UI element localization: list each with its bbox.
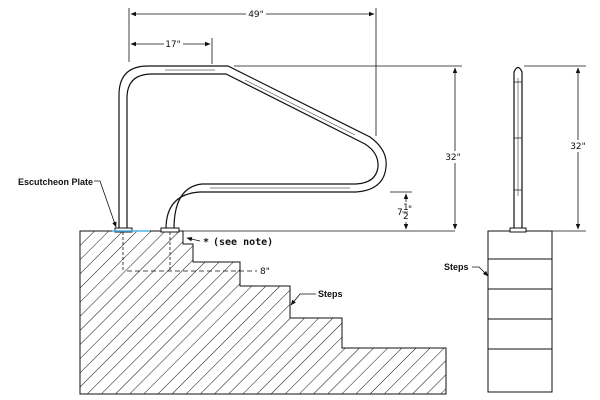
dim-17-gap <box>164 38 183 50</box>
steps-leader-side <box>290 293 316 306</box>
escutcheon-leader <box>94 180 117 228</box>
handrail-tube-outer <box>118 65 387 231</box>
dim-8-text: 8" <box>260 267 270 277</box>
end-view: 32" Steps <box>444 65 590 393</box>
handrail-tube-inner <box>126 73 379 231</box>
dim-7half-den: 2 <box>403 212 409 222</box>
escutcheon-label: Escutcheon Plate <box>18 177 93 187</box>
steps-label-side: Steps <box>318 289 343 299</box>
steps-leader-end <box>472 266 489 277</box>
dim-32-text: 32" <box>445 153 461 163</box>
dim-7half-inch: " <box>408 205 412 215</box>
dim-7half-whole: 7 <box>397 208 403 218</box>
note-star: * <box>203 237 209 248</box>
steps-label-end: Steps <box>444 262 469 272</box>
dim-32-gap <box>441 151 466 163</box>
dim-49-gap <box>246 8 266 20</box>
tube-highlight-slant <box>244 79 356 136</box>
note-text: (see note) <box>213 237 273 248</box>
dim-49-text: 49" <box>248 10 264 20</box>
end-escutcheon-plate <box>509 227 527 233</box>
dim-17-text: 17" <box>165 40 181 50</box>
escutcheon-plate-left <box>114 227 133 233</box>
end-step-block <box>487 230 553 393</box>
deck-and-steps-section <box>79 230 447 395</box>
end-dim-32-gap <box>565 140 590 152</box>
note-arrow <box>186 236 201 242</box>
escutcheon-plate-right <box>160 227 180 233</box>
side-view: 49" 17" 32" 7 1 2 " 8" * (see note) Escu… <box>18 8 466 395</box>
dim-7half-num: 1 <box>403 203 409 213</box>
end-dim-32-text: 32" <box>570 142 586 152</box>
